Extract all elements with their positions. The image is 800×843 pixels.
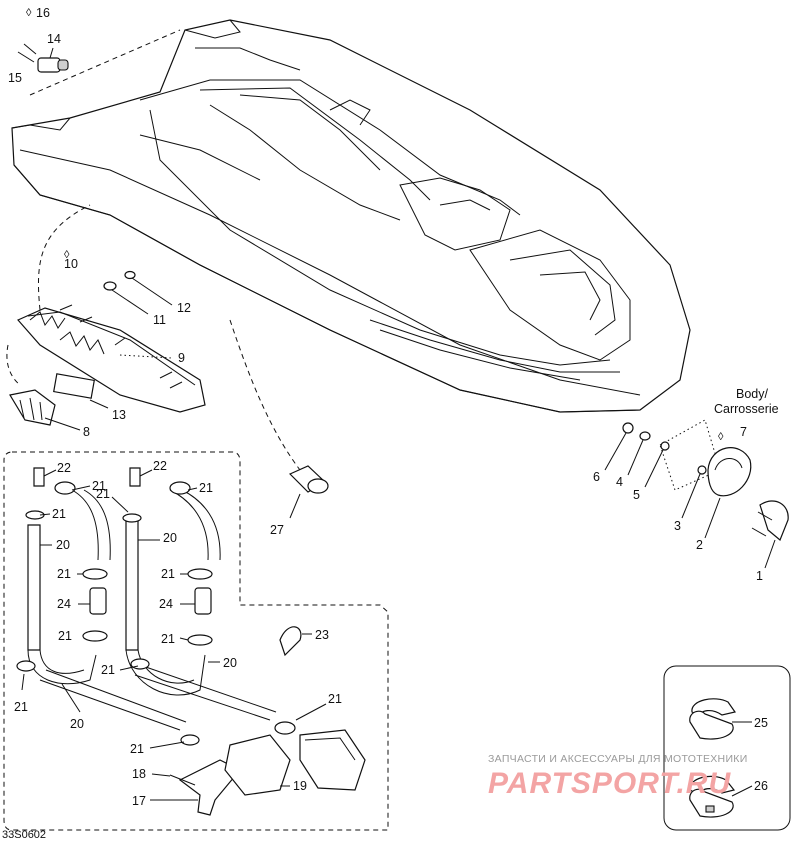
callout-4: 4	[616, 475, 623, 489]
leader-3	[681, 473, 701, 519]
leader-13	[89, 399, 109, 409]
leader-1	[764, 539, 776, 569]
leader-hull-27	[229, 319, 301, 471]
hose-kit-boundary	[3, 451, 389, 831]
callout-21c: 21	[52, 507, 66, 521]
callout-23: 23	[315, 628, 329, 642]
callout-22b: 22	[153, 459, 167, 473]
callout-2: 2	[696, 538, 703, 552]
mirror-cover-assembly	[622, 419, 789, 541]
hose-kit-parts	[16, 467, 366, 816]
leader-hull-left	[37, 204, 91, 311]
leader-5	[644, 449, 664, 488]
body-label-line1: Body/	[736, 387, 768, 401]
leader-6	[604, 432, 627, 471]
callout-22a: 22	[57, 461, 71, 475]
callout-11: 11	[153, 313, 166, 327]
leader-2	[704, 497, 721, 539]
callout-12: 12	[177, 301, 191, 315]
callout-7: 7	[740, 425, 747, 439]
leader-12	[131, 277, 173, 306]
leader-21k	[295, 703, 327, 721]
leader-21c	[39, 513, 51, 516]
intake-grate-assembly	[9, 270, 206, 426]
leader-18	[151, 773, 171, 777]
callout-9: 9	[178, 351, 185, 365]
leader-20d	[61, 683, 81, 713]
callout-6: 6	[593, 470, 600, 484]
drawing-code: 33S0602	[2, 829, 46, 841]
callout-5: 5	[633, 488, 640, 502]
callout-3: 3	[674, 519, 681, 533]
watermark-brand: PARTSPORT.RU	[488, 767, 731, 800]
leader-22b	[139, 469, 153, 477]
callout-17: 17	[132, 794, 146, 808]
leader-21j	[149, 741, 185, 749]
callout-20b: 20	[163, 531, 177, 545]
callout-21e: 21	[57, 567, 71, 581]
leader-27	[289, 493, 301, 519]
watermark-tagline: ЗАПЧАСТИ И АКСЕССУАРЫ ДЛЯ МОТОТЕХНИКИ	[488, 753, 748, 765]
callout-26: 26	[754, 779, 768, 793]
callout-21a: 21	[92, 479, 106, 493]
callout-16-glue-icon: ◊	[26, 7, 32, 19]
callout-14: 14	[47, 32, 61, 46]
callout-18: 18	[132, 767, 146, 781]
leader-22a	[43, 469, 57, 477]
callout-13: 13	[112, 408, 126, 422]
watercraft-hull	[11, 19, 691, 413]
leader-8	[44, 417, 81, 431]
callout-20c: 20	[223, 656, 237, 670]
callout-24b: 24	[159, 597, 173, 611]
callout-21k: 21	[130, 742, 144, 756]
inset-clamp-box	[663, 665, 791, 831]
leader-21g	[179, 637, 189, 641]
leader-21b	[187, 487, 198, 491]
clamp-parts-25-26	[689, 698, 737, 818]
callout-27: 27	[270, 523, 284, 537]
drain-plug-assembly	[17, 43, 69, 73]
leader-4	[627, 439, 644, 476]
body-label-line2: Carrosserie	[714, 402, 779, 416]
leader-grate	[6, 344, 21, 386]
callout-10-glue-icon: ◊	[64, 249, 70, 261]
leader-21d	[111, 496, 129, 513]
leader-26	[731, 785, 753, 797]
callout-1: 1	[756, 569, 763, 583]
callout-20a: 20	[56, 538, 70, 552]
callout-16: 16	[36, 6, 50, 20]
callout-21f: 21	[161, 567, 175, 581]
callout-21d: 21	[96, 487, 110, 501]
callout-15: 15	[8, 71, 22, 85]
callout-21-right: 21	[328, 692, 342, 706]
callout-8: 8	[83, 425, 90, 439]
callout-21j: 21	[101, 663, 115, 677]
leader-21a	[71, 485, 91, 491]
callout-21g: 21	[58, 629, 72, 643]
callout-25: 25	[754, 716, 768, 730]
callout-24a: 24	[57, 597, 71, 611]
leader-21i	[119, 665, 139, 671]
callout-10: 10	[64, 257, 78, 271]
callout-19: 19	[293, 779, 307, 793]
leader-hull-14	[29, 29, 181, 96]
callout-21i: 21	[14, 700, 28, 714]
sleeve-part-27	[288, 465, 329, 494]
callout-21b: 21	[199, 481, 213, 495]
leader-21h	[21, 673, 25, 691]
callout-20d: 20	[70, 717, 84, 731]
callout-7-glue-icon: ◊	[718, 431, 724, 443]
callout-21h: 21	[161, 632, 175, 646]
leader-11	[111, 289, 149, 315]
